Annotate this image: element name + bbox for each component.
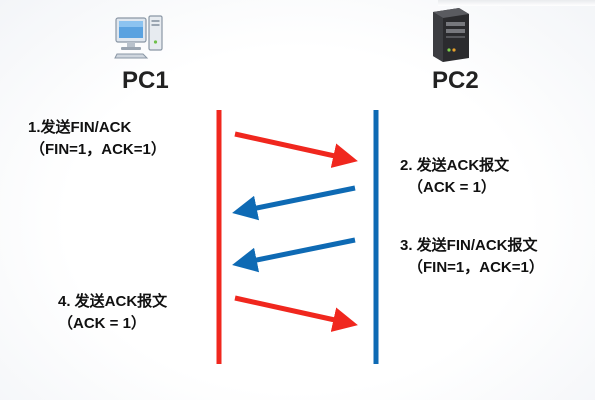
step-2-params: （ACK = 1） <box>408 179 496 196</box>
title-bar-strip <box>438 0 595 6</box>
desktop-computer-icon <box>114 15 163 59</box>
pc2-label: PC2 <box>432 67 479 94</box>
arrow-ack-to-pc1 <box>232 185 356 221</box>
step-2-label: 2. 发送ACK报文 <box>400 157 510 174</box>
step-1-label: 1.发送FIN/ACK <box>28 119 132 136</box>
step-3-params: （FIN=1，ACK=1） <box>408 259 544 276</box>
step-1-text: 1.发送FIN/ACK （FIN=1，ACK=1） <box>28 117 166 161</box>
arrow-ack-to-pc2 <box>234 295 358 332</box>
step-4-label: 4. 发送ACK报文 <box>58 293 168 310</box>
step-3-label: 3. 发送FIN/ACK报文 <box>400 237 538 254</box>
step-2-text: 2. 发送ACK报文 （ACK = 1） <box>400 155 509 199</box>
step-4-text: 4. 发送ACK报文 （ACK = 1） <box>58 291 167 335</box>
pc1-label: PC1 <box>122 67 169 94</box>
step-1-params: （FIN=1，ACK=1） <box>30 141 166 158</box>
server-tower-icon <box>433 8 469 62</box>
step-3-text: 3. 发送FIN/ACK报文 （FIN=1，ACK=1） <box>400 235 544 279</box>
arrow-fin-ack-to-pc2 <box>234 131 358 168</box>
step-4-params: （ACK = 1） <box>58 315 146 332</box>
arrow-fin-ack-to-pc1 <box>232 237 356 273</box>
